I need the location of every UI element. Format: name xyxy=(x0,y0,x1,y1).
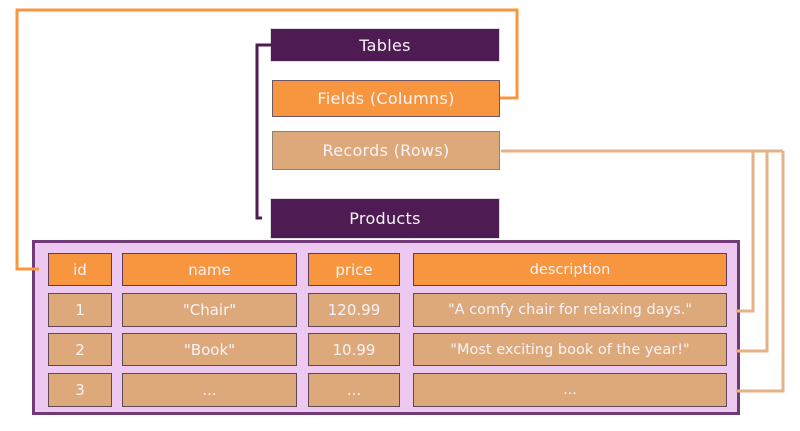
cell-row1-price: 120.99 xyxy=(308,293,400,327)
cell-row3-id: 3 xyxy=(48,373,112,407)
records-legend-label: Records (Rows) xyxy=(322,141,450,160)
tables-legend-label: Tables xyxy=(359,35,411,55)
cell-row1-description: "A comfy chair for relaxing days." xyxy=(413,293,727,327)
products-title-label: Products xyxy=(349,209,421,228)
connector-records-to-row2 xyxy=(736,151,769,353)
products-table-title: Products xyxy=(270,198,500,239)
cell-row2-description: "Most exciting book of the year!" xyxy=(413,333,727,366)
column-header-price: price xyxy=(308,253,400,286)
fields-legend-box: Fields (Columns) xyxy=(272,80,500,117)
column-header-name: name xyxy=(122,253,297,286)
cell-row1-id: 1 xyxy=(48,293,112,327)
column-header-description: description xyxy=(413,253,727,286)
column-header-id: id xyxy=(48,253,112,286)
connector-tables-to-products xyxy=(255,43,271,220)
cell-row3-name: ... xyxy=(122,373,297,407)
cell-row3-price: ... xyxy=(308,373,400,407)
records-legend-box: Records (Rows) xyxy=(272,131,500,170)
products-table-panel: id name price description 1 "Chair" 120.… xyxy=(32,240,740,415)
tables-legend-box: Tables xyxy=(270,28,500,62)
cell-row3-description: ... xyxy=(413,373,727,407)
connector-records-to-row3 xyxy=(736,151,785,393)
cell-row2-price: 10.99 xyxy=(308,333,400,366)
cell-row1-name: "Chair" xyxy=(122,293,297,327)
cell-row2-id: 2 xyxy=(48,333,112,366)
fields-legend-label: Fields (Columns) xyxy=(317,89,455,108)
cell-row2-name: "Book" xyxy=(122,333,297,366)
